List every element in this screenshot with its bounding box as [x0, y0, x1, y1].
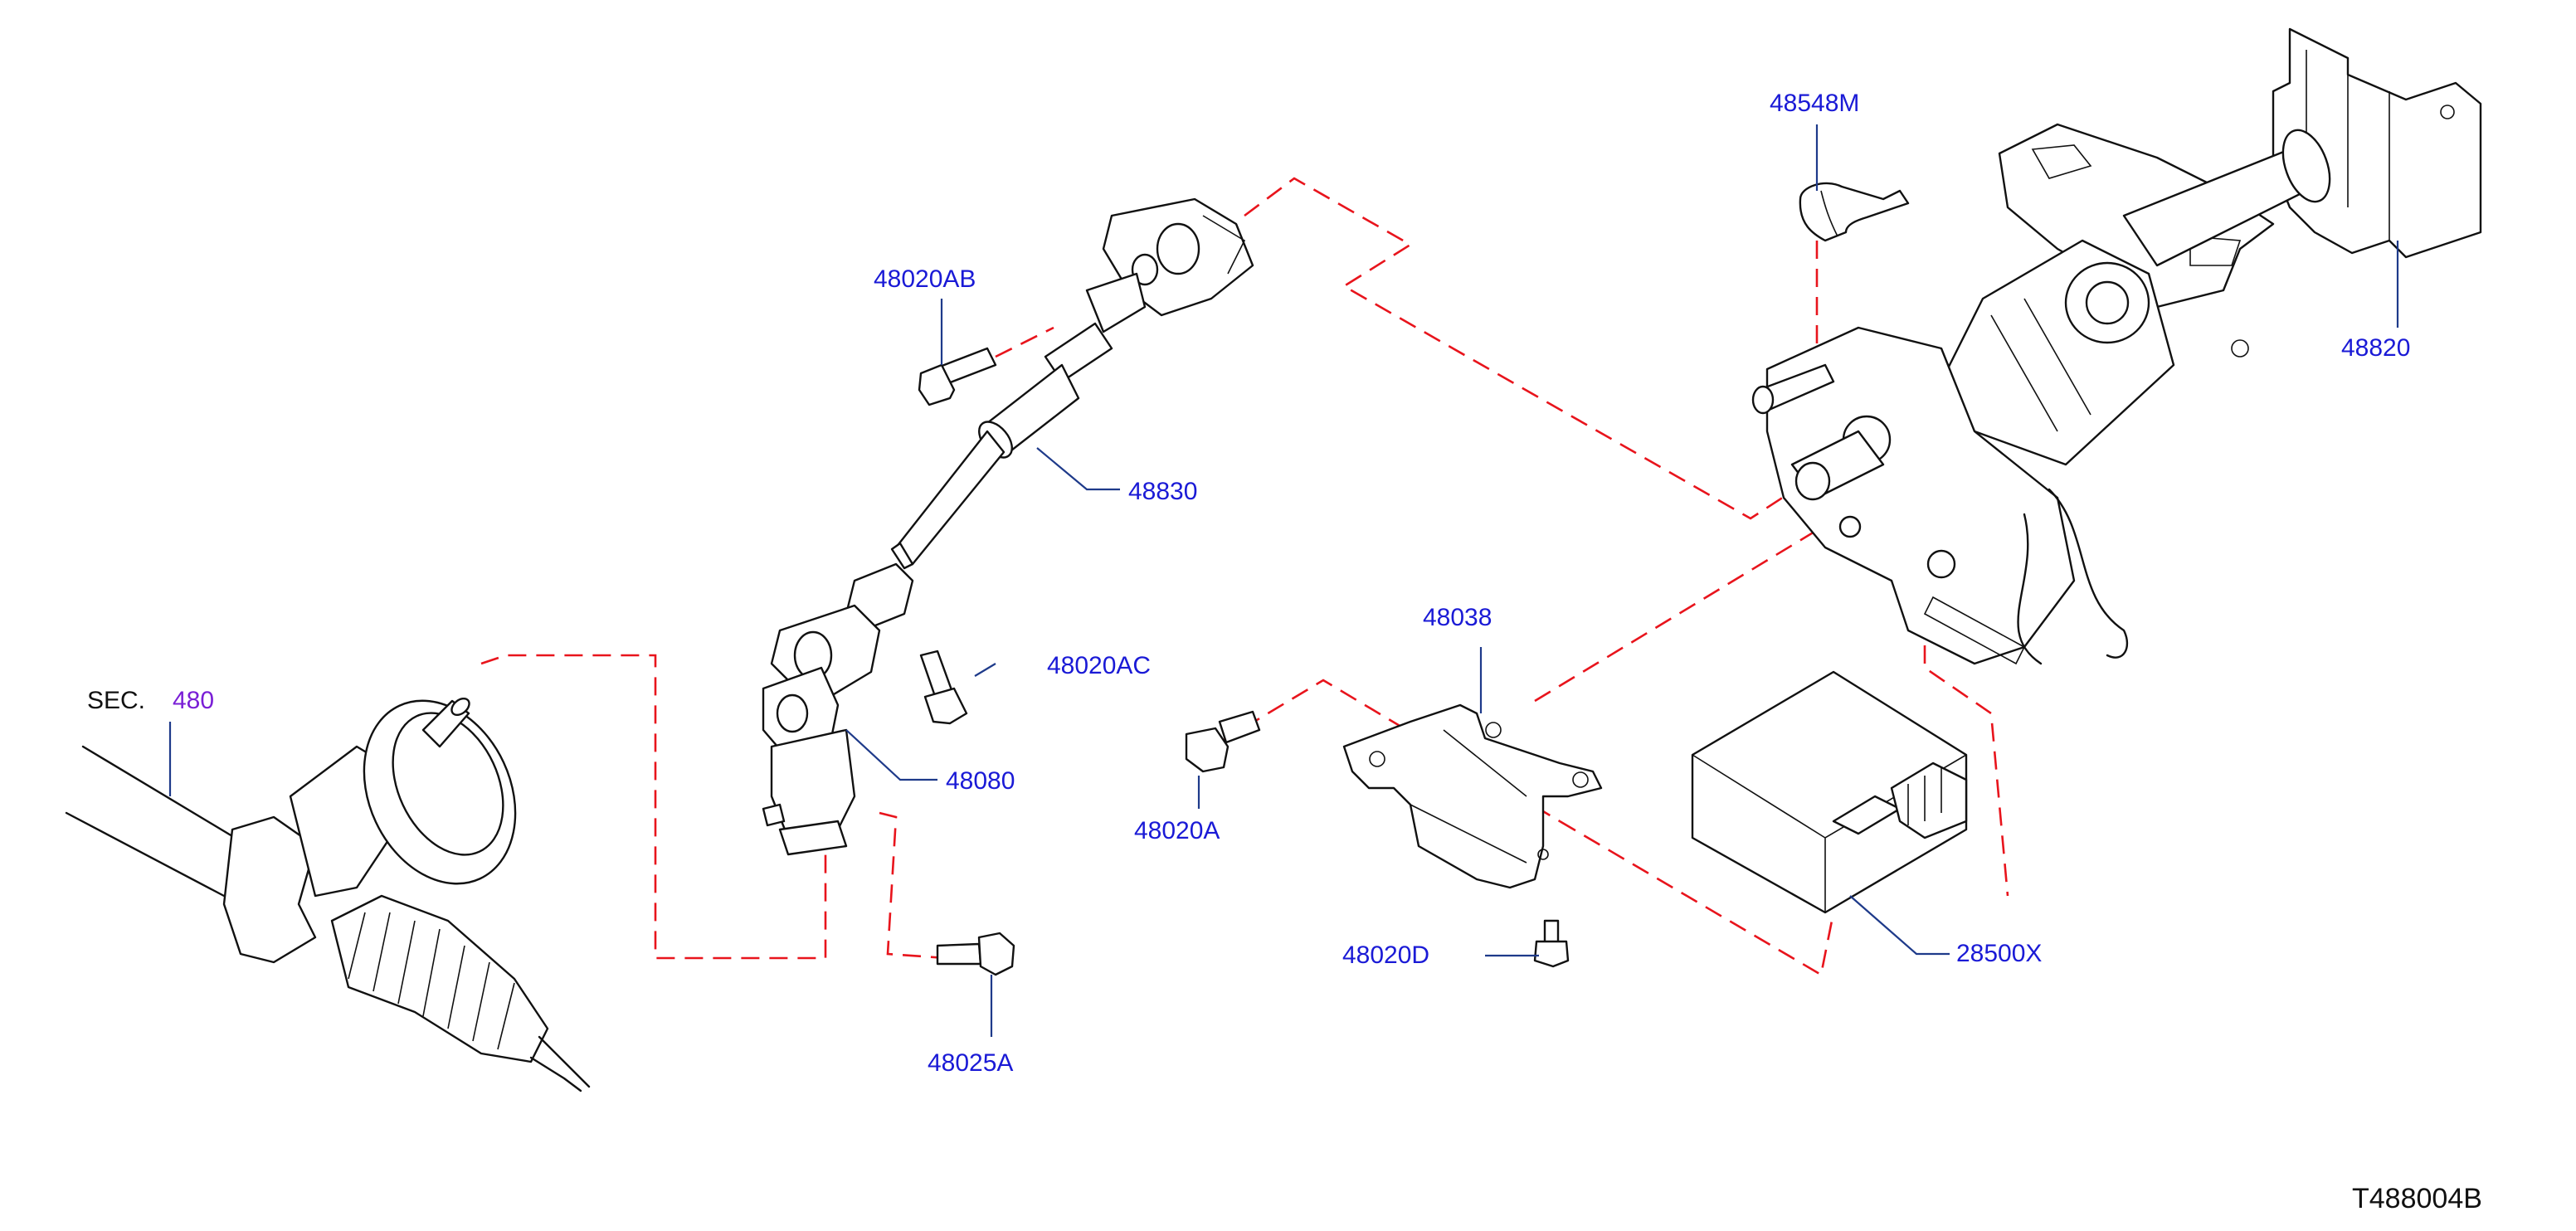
- section-ref-number[interactable]: 480: [173, 687, 215, 714]
- control-unit-28500X: [1691, 670, 1968, 914]
- lower-joint-48080: [762, 562, 914, 856]
- callout-48020AB: 48020AB: [874, 265, 976, 293]
- phantom-lines: [480, 177, 2009, 977]
- phantom-line-shaft-to-column: [1244, 177, 1834, 520]
- section-ref-prefix: SEC.: [87, 687, 146, 714]
- callout-48020A: 48020A: [1134, 817, 1220, 844]
- phantom-line-bolt-48020AB: [995, 326, 1054, 358]
- bolt-48025A: [936, 932, 1015, 976]
- callout-48080: 48080: [946, 767, 1015, 795]
- bracket-48038: [1342, 703, 1603, 889]
- clip-48548M: [1799, 182, 1910, 242]
- callout-48038: 48038: [1423, 604, 1493, 631]
- leader-lines: [168, 124, 2399, 1037]
- callout-28500X: 28500X: [1956, 940, 2043, 967]
- callout-48020AC: 48020AC: [1047, 652, 1152, 679]
- steering-rack-assembly: [65, 697, 591, 1092]
- bolt-48020AC: [919, 650, 968, 725]
- callout-48548M: 48548M: [1770, 90, 1860, 117]
- phantom-line-rack-to-joint: [480, 654, 827, 960]
- screw-48020D: [1533, 919, 1570, 968]
- callout-48025A: 48025A: [928, 1049, 1014, 1077]
- phantom-line-bracket-to-column: [1534, 508, 1851, 703]
- bolt-48020A: [1185, 710, 1261, 773]
- diagram-reference-code: T488004B: [2352, 1183, 2482, 1214]
- intermediate-shaft-48830: [890, 197, 1254, 570]
- phantom-line-bracket-to-unit: [1559, 820, 1835, 977]
- callout-48830: 48830: [1128, 478, 1198, 505]
- bolt-48020AB: [918, 347, 997, 406]
- callout-48820: 48820: [2341, 334, 2411, 362]
- callout-48020D: 48020D: [1342, 941, 1430, 969]
- steering-column-assembly: [1751, 27, 2482, 665]
- phantom-line-joint-to-48025A: [879, 811, 947, 960]
